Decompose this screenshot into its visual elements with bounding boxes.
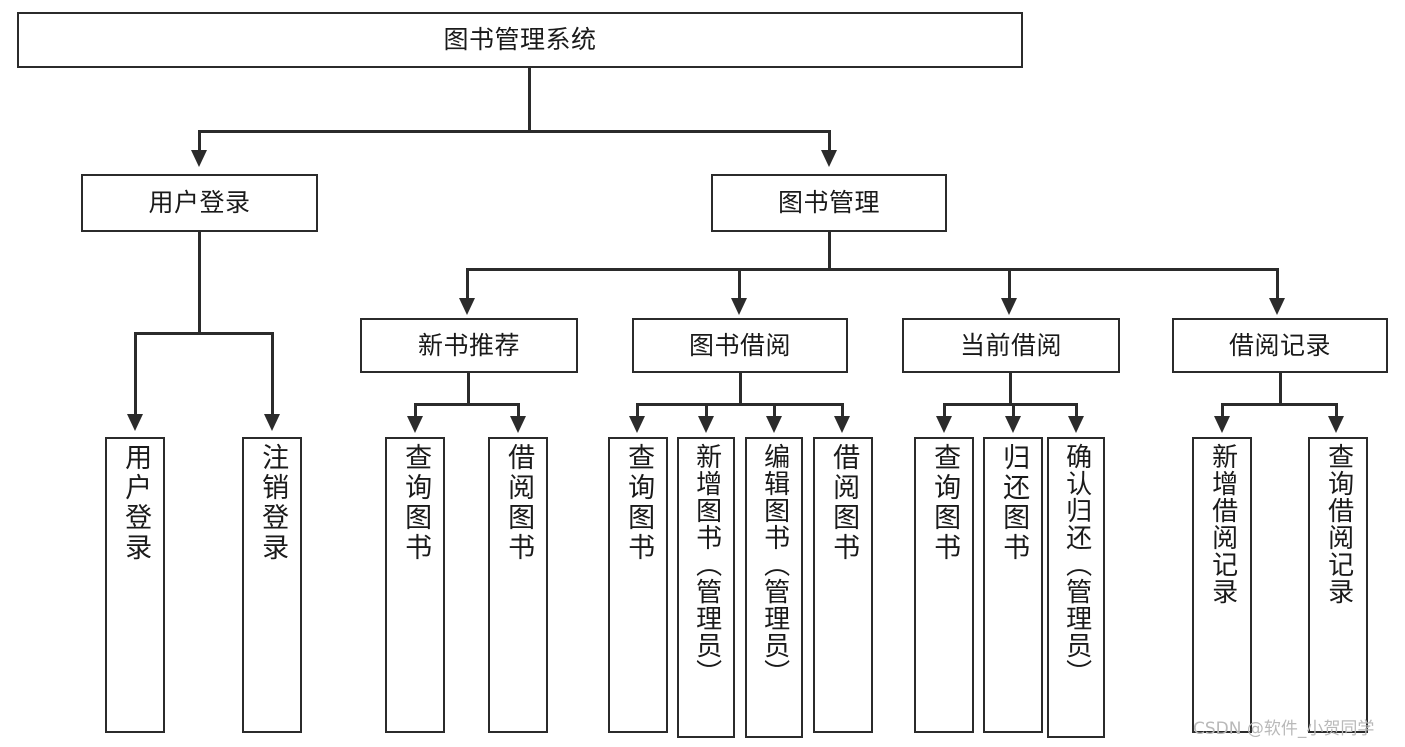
arrow-cb-to-leaf-3 <box>1068 416 1084 433</box>
connector-nbr-stem <box>467 373 470 405</box>
leaf-borrow-record-2[interactable]: 查询借阅记录 <box>1308 437 1368 733</box>
connector-user-login-stem <box>198 232 201 334</box>
node-label: 新增借阅记录 <box>1207 443 1238 605</box>
node-book-borrow[interactable]: 图书借阅 <box>632 318 848 373</box>
node-current-borrow[interactable]: 当前借阅 <box>902 318 1120 373</box>
node-label: 借阅记录 <box>1228 330 1331 360</box>
arrow-user-login-to-leaf-1 <box>127 414 143 431</box>
arrow-br-to-leaf-1 <box>1214 416 1230 433</box>
connector-bb-to-leaf-3 <box>773 403 776 418</box>
connector-br-bar <box>1221 403 1338 406</box>
arrow-cb-to-leaf-1 <box>936 416 952 433</box>
connector-br-to-leaf-1 <box>1221 403 1224 418</box>
leaf-book-borrow-3[interactable]: 编辑图书（管理员） <box>745 437 803 738</box>
connector-bm-to-book-borrow <box>738 268 741 300</box>
connector-nbr-to-leaf-1 <box>414 403 417 418</box>
leaf-user-login-2[interactable]: 注销登录 <box>242 437 302 733</box>
connector-user-login-to-leaf-2 <box>271 332 274 416</box>
arrow-bm-to-current-borrow <box>1001 298 1017 315</box>
leaf-book-borrow-4[interactable]: 借阅图书 <box>813 437 873 733</box>
connector-bb-to-leaf-4 <box>841 403 844 418</box>
leaf-current-borrow-1[interactable]: 查询图书 <box>914 437 974 733</box>
leaf-current-borrow-3[interactable]: 确认归还（管理员） <box>1047 437 1105 738</box>
node-label: 查询图书 <box>929 443 961 563</box>
arrow-br-to-leaf-2 <box>1328 416 1344 433</box>
arrow-bm-to-borrow-record <box>1269 298 1285 315</box>
arrow-bb-to-leaf-2 <box>698 416 714 433</box>
node-label: 注销登录 <box>257 443 289 563</box>
connector-bm-to-current-borrow <box>1008 268 1011 300</box>
csdn-watermark: CSDN @软件_小贺同学 <box>1193 719 1375 739</box>
node-label: 编辑图书（管理员） <box>759 443 790 686</box>
node-label: 借阅图书 <box>503 443 535 563</box>
arrow-bb-to-leaf-3 <box>766 416 782 433</box>
connector-cb-to-leaf-2 <box>1012 403 1015 418</box>
connector-root-to-book-management <box>828 130 831 152</box>
leaf-book-borrow-2[interactable]: 新增图书（管理员） <box>677 437 735 738</box>
node-label: 查询图书 <box>400 443 432 563</box>
connector-br-stem <box>1279 373 1282 405</box>
leaf-user-login-1[interactable]: 用户登录 <box>105 437 165 733</box>
arrow-user-login-to-leaf-2 <box>264 414 280 431</box>
connector-user-login-to-leaf-1 <box>134 332 137 416</box>
connector-bb-to-leaf-2 <box>705 403 708 418</box>
connector-bm-to-new-book <box>466 268 469 300</box>
node-label: 图书管理 <box>777 188 880 218</box>
node-label: 当前借阅 <box>959 330 1062 360</box>
node-label: 新增图书（管理员） <box>691 443 722 686</box>
connector-cb-bar <box>943 403 1078 406</box>
arrow-cb-to-leaf-2 <box>1005 416 1021 433</box>
node-label: 图书管理系统 <box>443 25 597 55</box>
node-label: 用户登录 <box>148 188 251 218</box>
arrow-nbr-to-leaf-2 <box>510 416 526 433</box>
connector-bb-bar <box>636 403 844 406</box>
connector-root-to-user-login <box>198 130 201 152</box>
arrow-bb-to-leaf-1 <box>629 416 645 433</box>
arrow-bb-to-leaf-4 <box>834 416 850 433</box>
node-label: 归还图书 <box>998 443 1030 563</box>
leaf-new-book-recommend-2[interactable]: 借阅图书 <box>488 437 548 733</box>
connector-bb-stem <box>739 373 742 405</box>
leaf-book-borrow-1[interactable]: 查询图书 <box>608 437 668 733</box>
connector-br-to-leaf-2 <box>1335 403 1338 418</box>
connector-book-management-bar <box>466 268 1278 271</box>
arrow-nbr-to-leaf-1 <box>407 416 423 433</box>
node-new-book-recommend[interactable]: 新书推荐 <box>360 318 578 373</box>
node-book-management[interactable]: 图书管理 <box>711 174 947 232</box>
connector-root-bar <box>198 130 830 133</box>
connector-root-stem <box>528 68 531 132</box>
arrow-root-to-user-login <box>191 150 207 167</box>
connector-cb-to-leaf-3 <box>1075 403 1078 418</box>
node-label: 图书借阅 <box>688 330 791 360</box>
leaf-borrow-record-1[interactable]: 新增借阅记录 <box>1192 437 1252 733</box>
connector-cb-to-leaf-1 <box>943 403 946 418</box>
connector-bm-to-borrow-record <box>1276 268 1279 300</box>
node-label: 新书推荐 <box>417 330 520 360</box>
arrow-bm-to-book-borrow <box>731 298 747 315</box>
node-label: 查询图书 <box>623 443 655 563</box>
connector-bb-to-leaf-1 <box>636 403 639 418</box>
leaf-new-book-recommend-1[interactable]: 查询图书 <box>385 437 445 733</box>
node-user-login[interactable]: 用户登录 <box>81 174 318 232</box>
node-label: 查询借阅记录 <box>1323 443 1354 605</box>
node-book-management-system[interactable]: 图书管理系统 <box>17 12 1023 68</box>
connector-nbr-to-leaf-2 <box>517 403 520 418</box>
connector-cb-stem <box>1009 373 1012 405</box>
leaf-current-borrow-2[interactable]: 归还图书 <box>983 437 1043 733</box>
node-label: 确认归还（管理员） <box>1061 443 1092 686</box>
connector-user-login-bar <box>134 332 274 335</box>
node-label: 用户登录 <box>120 443 152 563</box>
node-borrow-record[interactable]: 借阅记录 <box>1172 318 1388 373</box>
arrow-bm-to-new-book <box>459 298 475 315</box>
connector-nbr-bar <box>414 403 520 406</box>
node-label: 借阅图书 <box>828 443 860 563</box>
arrow-root-to-book-management <box>821 150 837 167</box>
connector-book-management-stem <box>828 232 831 270</box>
